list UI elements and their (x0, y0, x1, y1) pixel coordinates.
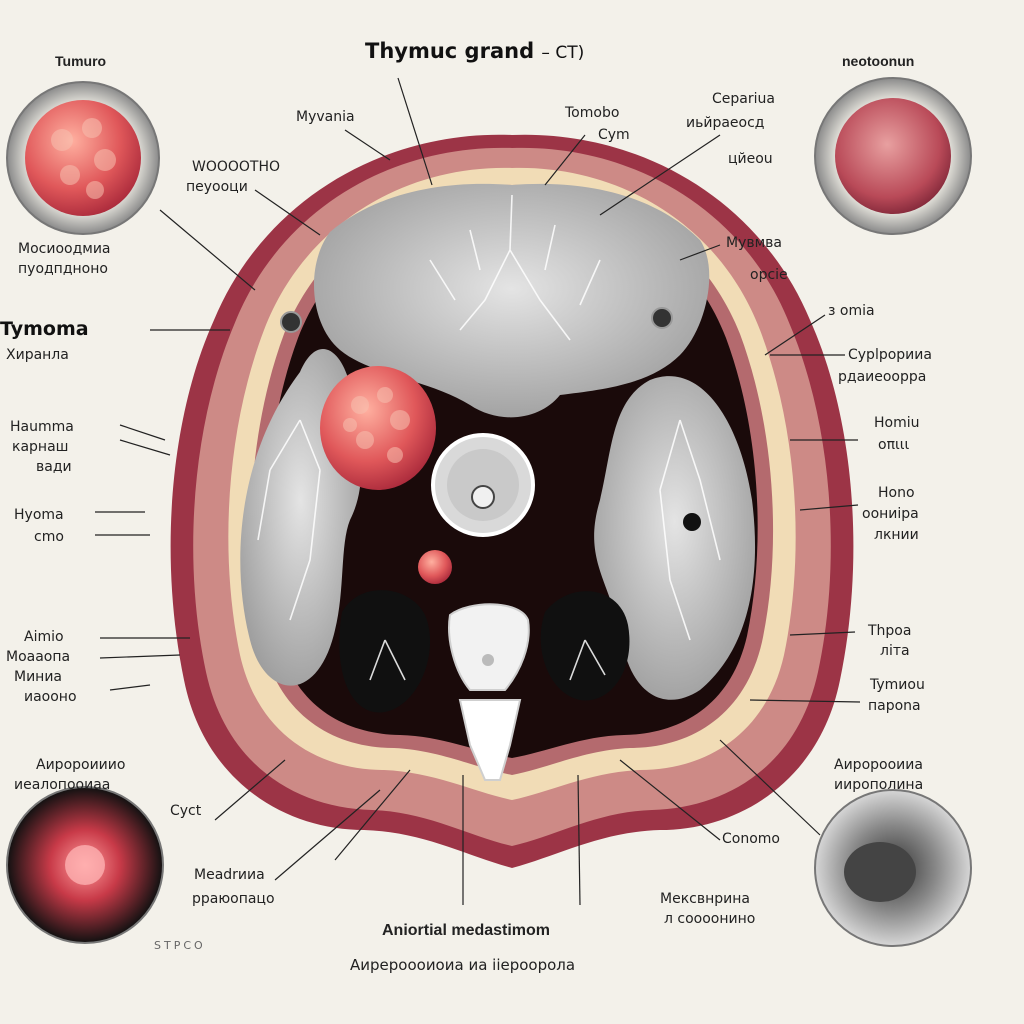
inset-top-left (6, 81, 160, 235)
bottom-subtitle: Аирероооиоиа иа ііероорола (350, 956, 576, 974)
signature: STPCO (154, 939, 206, 952)
label-wooo-1: WOOOOTHO (192, 159, 281, 175)
vessel-branches (257, 194, 721, 681)
lungs (240, 183, 756, 713)
central-structures (431, 433, 535, 781)
label-tymoma: Tymoma (0, 318, 89, 340)
label-cym: Cym (598, 127, 630, 143)
label-mekob-1: Мексвнрина (660, 891, 750, 907)
label-cyyp-1: Сурlрорииа (848, 347, 932, 363)
upper-lobe (313, 183, 710, 418)
label-hamuma-1: Haumma (10, 419, 74, 435)
label-thpoa-1: Thpoa (868, 623, 912, 639)
label-homiu-1: Homiu (874, 415, 920, 431)
leader-lines (95, 77, 861, 906)
label-aiporo-right-2: иирополина (834, 777, 924, 793)
label-homo-3: лкнии (874, 527, 919, 543)
label-mocuoo-2: пуодпдноно (18, 261, 108, 277)
label-cyyp-2: рдаиеоорра (838, 369, 927, 385)
inset-bottom-right (814, 789, 972, 947)
label-hamuma-3: вади (36, 459, 72, 475)
label-neotoonun: neotoonun (842, 53, 915, 69)
label-tymou-2: пароnа (868, 698, 921, 714)
label-hyoma-2: cmo (34, 529, 64, 545)
aorta-lumen (471, 485, 495, 509)
label-myvania: Myvania (296, 109, 355, 125)
label-opcie: орсie (750, 267, 788, 283)
label-tomobo: Tomobo (565, 105, 620, 121)
lower-left-lobe (540, 591, 630, 701)
right-vessel-dot (280, 311, 302, 333)
inset-bottom-right-cyst (844, 842, 916, 902)
inset-top-right-tumor (835, 98, 951, 214)
label-aiumo-1: Аimio (24, 629, 64, 645)
label-hyoma-1: Hyoma (14, 507, 64, 523)
label-meadrpua-2: рраюопацо (192, 891, 275, 907)
diagram-title-main: Thymuc grand (365, 39, 535, 63)
diagram-title: Thymuc grand – CT) (365, 39, 585, 63)
vertebra (448, 603, 530, 691)
label-homiu-2: οπιιι (878, 437, 910, 453)
label-ibeneso: иьйраеосд (686, 115, 765, 131)
label-conomo: Conomo (722, 831, 780, 847)
inset-bottom-left (6, 786, 164, 944)
label-mocuoo-1: Мосиоодмиа (18, 241, 111, 257)
label-myomba: Мувмва (726, 235, 783, 251)
label-aiumo-2: Моааопа (6, 649, 71, 665)
label-wooo-2: пеуооци (186, 179, 248, 195)
label-tymou-1: Tymиоu (870, 677, 925, 693)
label-tumuro: Tumuro (55, 53, 107, 69)
label-yibou: цйеоu (728, 151, 773, 167)
label-aiporo-right-1: Аиророоииа (834, 757, 923, 773)
label-meadrpua-1: Мeadrииа (194, 867, 265, 883)
tumors-in-section (280, 307, 701, 584)
thymoma-mass (320, 366, 436, 490)
label-cepariua: Cepariua (712, 91, 775, 107)
label-aiumo-3: Mиниа (14, 669, 63, 685)
inset-top-left-tumor (25, 100, 141, 216)
label-aiporo-left-2: иеалопооиаа (14, 777, 111, 793)
label-hamuma-2: карнаш (12, 439, 69, 455)
label-aiumo-4: иаооно (24, 689, 77, 705)
small-nodule (418, 550, 452, 584)
inset-top-right (814, 77, 972, 235)
diagram-title-suffix: – CT) (541, 43, 585, 63)
left-vessel-dot (651, 307, 673, 329)
label-cyct: Cyct (170, 803, 202, 819)
label-onma: з omia (828, 303, 875, 319)
label-xnpaiua: Хиранла (6, 347, 69, 363)
inset-bottom-left-core (65, 845, 105, 885)
lower-right-lobe (339, 590, 431, 713)
bottom-title: Aniortial medastimom (382, 922, 551, 939)
spinal-canal (482, 654, 494, 666)
label-aiporo-left-1: Аиророииио (36, 757, 126, 773)
label-homo-2: оониipa (862, 506, 919, 522)
tumor-texture (51, 118, 410, 463)
label-homo-1: Hono (878, 485, 915, 501)
left-lung (594, 376, 756, 700)
spinal-process (458, 699, 522, 781)
label-mekob-2: л соооонино (664, 911, 756, 927)
left-dark-spot (683, 513, 701, 531)
label-thpoa-2: літа (880, 643, 910, 659)
